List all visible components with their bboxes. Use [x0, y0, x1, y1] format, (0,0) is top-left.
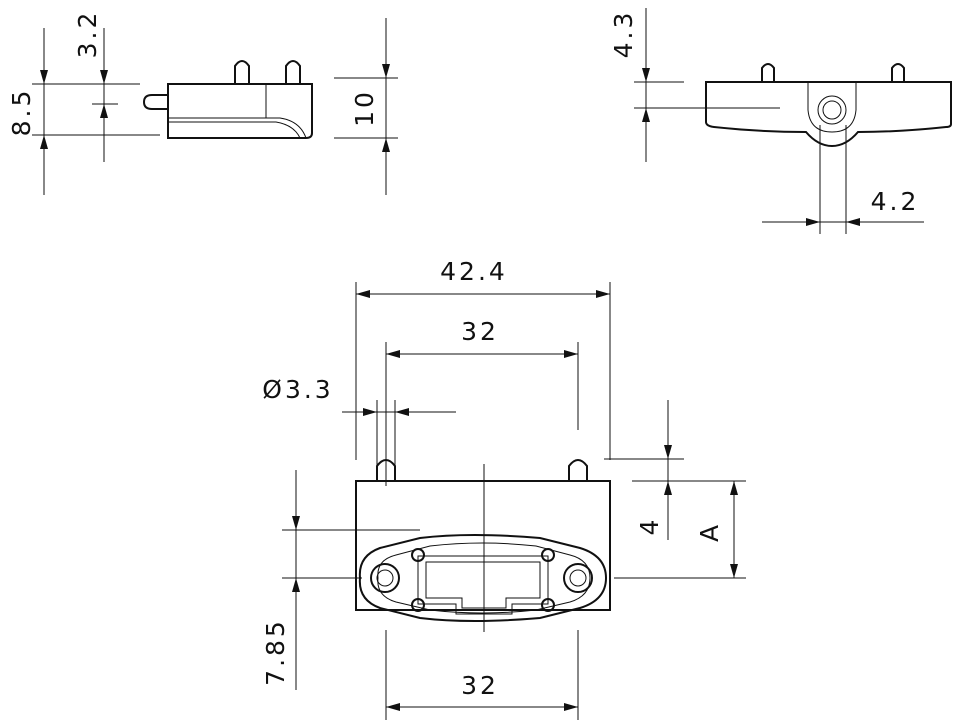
dim-pin-spacing: 32 — [461, 317, 499, 346]
dim-hole-spacing: 32 — [461, 671, 499, 700]
dim-pin-offset: 3.2 — [73, 10, 102, 59]
dim-pin-length: 4 — [635, 517, 664, 536]
dim-overall-height: 8.5 — [7, 88, 36, 137]
side-view: 8.5 3.2 10 — [7, 10, 398, 195]
dim-pin-diameter: Ø3.3 — [262, 375, 333, 404]
dim-hole-width: 4.2 — [871, 187, 920, 216]
dim-body-height: 10 — [350, 89, 379, 127]
dim-hole-offset: 7.85 — [261, 618, 290, 686]
dim-pin-height: 4.3 — [609, 10, 638, 59]
end-view: 4.3 4.2 — [609, 8, 952, 234]
top-view: 42.4 32 Ø3.3 4 A 7.85 — [261, 257, 746, 720]
dim-variable-a: A — [695, 522, 724, 542]
dim-overall-length: 42.4 — [440, 257, 508, 286]
